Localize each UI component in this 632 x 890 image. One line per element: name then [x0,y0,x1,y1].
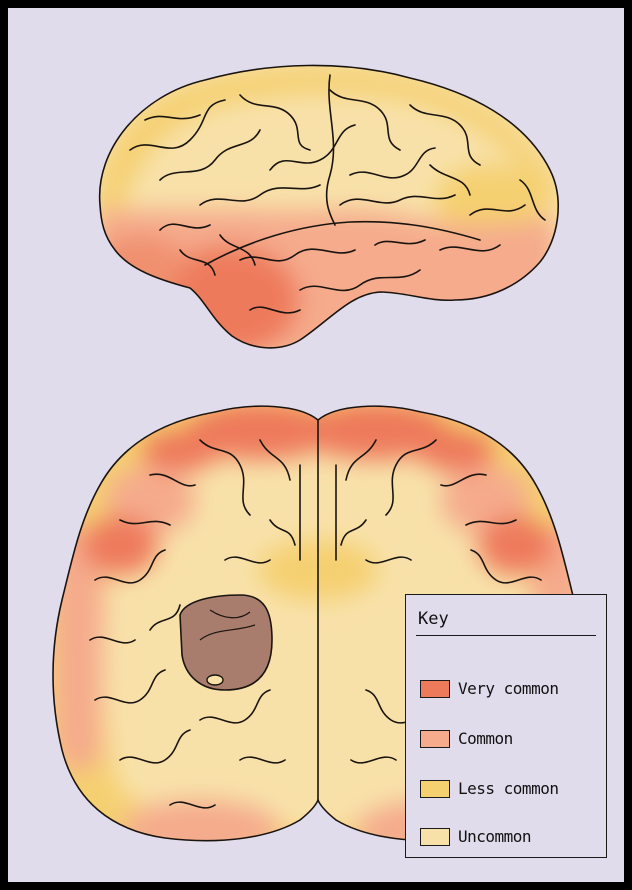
key-item-very-common: Very common [420,679,558,698]
key-legend: Key Very common Common Less common Uncom… [405,594,607,858]
key-item-less-common: Less common [420,779,558,798]
swatch-common [420,730,450,748]
key-title: Key [418,609,449,629]
swatch-very-common [420,680,450,698]
key-item-uncommon: Uncommon [420,827,531,846]
key-label: Common [458,729,513,748]
swatch-less-common [420,780,450,798]
key-label: Less common [458,779,558,798]
lateral-brain-view [90,55,570,360]
key-label: Uncommon [458,827,531,846]
swatch-uncommon [420,828,450,846]
key-item-common: Common [420,729,513,748]
key-label: Very common [458,679,558,698]
key-divider [416,635,596,636]
